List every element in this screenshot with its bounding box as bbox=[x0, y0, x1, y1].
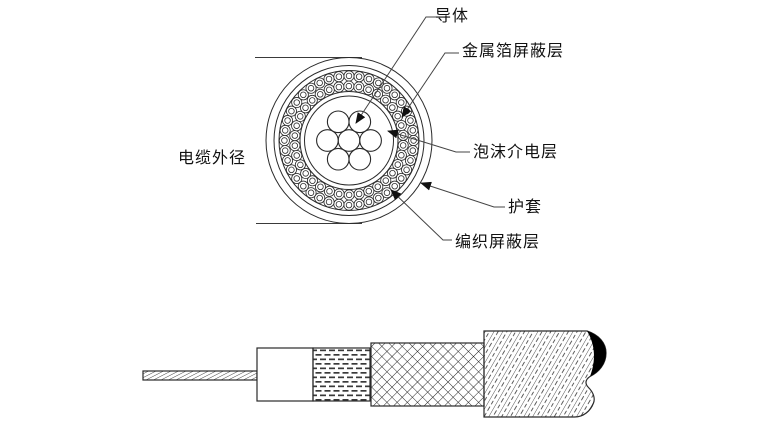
label-conductor: 导体 bbox=[435, 8, 470, 25]
foil-circle bbox=[304, 95, 394, 186]
side-conductor-segment bbox=[142, 370, 258, 381]
side-jacket-segment bbox=[483, 330, 607, 418]
side-braid-segment bbox=[370, 342, 485, 407]
leader-braid-shield bbox=[390, 189, 452, 241]
sheath-outer-circle bbox=[265, 57, 433, 224]
label-cable-outer-diameter: 电缆外径 bbox=[178, 150, 247, 167]
jacket-cut-face bbox=[587, 331, 606, 377]
cross-section-diagram bbox=[255, 16, 505, 241]
sheath-inner-circle bbox=[273, 65, 425, 216]
side-view-diagram bbox=[142, 330, 607, 418]
braid-shield-beads bbox=[278, 70, 420, 211]
label-foam-dielectric: 泡沫介电层 bbox=[473, 144, 559, 161]
conductor-strands bbox=[316, 110, 382, 171]
leader-sheath bbox=[420, 181, 505, 208]
leader-foam-dielectric bbox=[387, 129, 470, 153]
label-metal-foil-shield: 金属箔屏蔽层 bbox=[462, 43, 565, 60]
side-dielectric-segment bbox=[256, 347, 314, 402]
label-sheath: 护套 bbox=[508, 199, 543, 216]
leader-conductor bbox=[355, 16, 438, 124]
side-foil-segment bbox=[312, 347, 371, 402]
leader-foil-shield bbox=[401, 52, 459, 118]
label-braided-shield: 编织屏蔽层 bbox=[455, 234, 541, 251]
